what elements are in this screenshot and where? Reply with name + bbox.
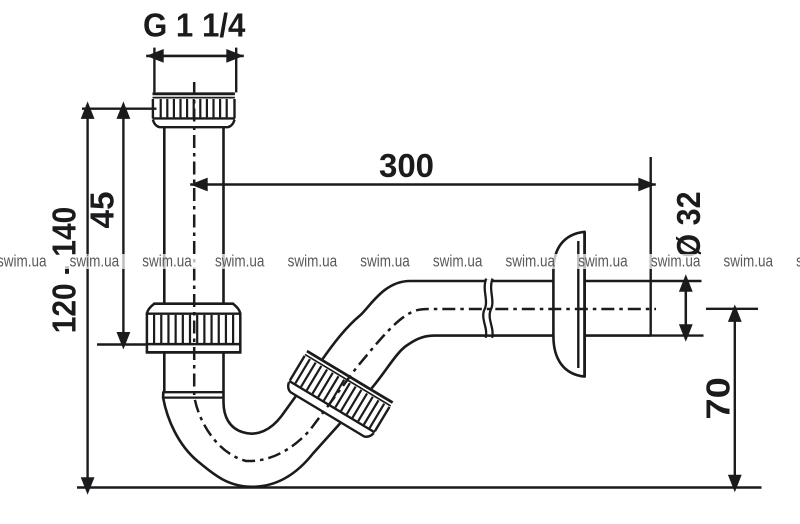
svg-text:120 - 140: 120 - 140 <box>46 207 83 334</box>
svg-text:300: 300 <box>379 147 434 184</box>
svg-text:swim.ua: swim.ua <box>360 251 410 270</box>
svg-text:45: 45 <box>84 192 121 229</box>
svg-text:Ø 32: Ø 32 <box>670 192 707 258</box>
svg-text:swim.ua: swim.ua <box>288 251 338 270</box>
svg-text:swim.ua: swim.ua <box>796 251 800 270</box>
svg-text:swim.ua: swim.ua <box>433 251 483 270</box>
svg-text:swim.ua: swim.ua <box>578 251 628 270</box>
svg-text:swim.ua: swim.ua <box>0 251 47 270</box>
svg-text:70: 70 <box>700 377 737 420</box>
svg-text:swim.ua: swim.ua <box>724 251 774 270</box>
svg-text:swim.ua: swim.ua <box>215 251 265 270</box>
svg-text:swim.ua: swim.ua <box>70 251 120 270</box>
svg-text:swim.ua: swim.ua <box>506 251 556 270</box>
svg-text:swim.ua: swim.ua <box>651 251 701 270</box>
svg-text:G 1 1/4: G 1 1/4 <box>143 7 246 44</box>
svg-text:swim.ua: swim.ua <box>142 251 192 270</box>
